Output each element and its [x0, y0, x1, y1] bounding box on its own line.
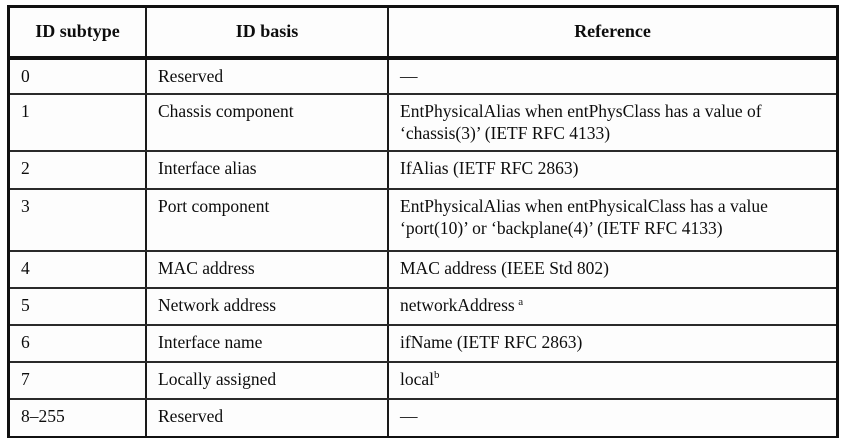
reference-text: networkAddress [400, 295, 515, 316]
footnote-marker-b: b [434, 369, 440, 382]
cell-id-subtype: 1 [10, 94, 147, 153]
cell-id-subtype: 4 [10, 251, 147, 290]
cell-reference: MAC address (IEEE Std 802) [388, 251, 836, 290]
cell-id-subtype: 0 [10, 58, 147, 96]
cell-id-basis: Reserved [146, 58, 389, 96]
reference-line: MAC address (IEEE Std 802) [400, 258, 610, 279]
cell-id-subtype: 5 [10, 288, 147, 327]
reference-line: ‘port(10)’ or ‘backplane(4)’ (IETF RFC 4… [400, 217, 723, 238]
cell-reference: EntPhysicalAlias when entPhysClass has a… [388, 94, 836, 153]
cell-id-basis: Port component [146, 189, 389, 253]
reference-line: — [400, 406, 418, 427]
table-row: 2 Interface alias IfAlias (IETF RFC 2863… [10, 151, 836, 191]
id-subtype-reference-table: ID subtype ID basis Reference 0 Reserved… [10, 8, 836, 437]
reference-line: localb [400, 369, 826, 390]
cell-id-subtype: 2 [10, 151, 147, 191]
cell-id-basis: Locally assigned [146, 362, 389, 401]
table-row: 7 Locally assigned localb [10, 362, 836, 401]
reference-line: EntPhysicalAlias when entPhysicalClass h… [400, 196, 768, 217]
cell-id-subtype: 8–255 [10, 399, 147, 437]
cell-id-basis: Interface alias [146, 151, 389, 191]
header-row: ID subtype ID basis Reference [10, 8, 836, 60]
cell-id-basis: Interface name [146, 325, 389, 364]
reference-line: ifName (IETF RFC 2863) [400, 332, 583, 353]
cell-reference: ifName (IETF RFC 2863) [388, 325, 836, 364]
table-row: 1 Chassis component EntPhysicalAlias whe… [10, 94, 836, 153]
table-row: 3 Port component EntPhysicalAlias when e… [10, 189, 836, 253]
column-header-reference: Reference [388, 8, 836, 60]
table-body: 0 Reserved — 1 Chassis component EntPhys… [10, 58, 836, 437]
cell-reference: — [388, 399, 836, 437]
reference-text: local [400, 369, 435, 390]
cell-id-subtype: 7 [10, 362, 147, 401]
footnote-marker-a: a [518, 295, 524, 308]
table-row: 0 Reserved — [10, 58, 836, 96]
reference-line: EntPhysicalAlias when entPhysClass has a… [400, 101, 762, 122]
reference-line: IfAlias (IETF RFC 2863) [400, 158, 579, 179]
cell-id-basis: Reserved [146, 399, 389, 437]
cell-reference: EntPhysicalAlias when entPhysicalClass h… [388, 189, 836, 253]
cell-reference: — [388, 58, 836, 96]
column-header-id-basis: ID basis [146, 8, 389, 60]
cell-id-basis: MAC address [146, 251, 389, 290]
reference-line: ‘chassis(3)’ (IETF RFC 4133) [400, 122, 611, 143]
table-row: 6 Interface name ifName (IETF RFC 2863) [10, 325, 836, 364]
table-row: 4 MAC address MAC address (IEEE Std 802) [10, 251, 836, 290]
table-header: ID subtype ID basis Reference [10, 8, 836, 60]
cell-reference: IfAlias (IETF RFC 2863) [388, 151, 836, 191]
column-header-id-subtype: ID subtype [10, 8, 147, 60]
cell-id-basis: Chassis component [146, 94, 389, 153]
table-row: 8–255 Reserved — [10, 399, 836, 437]
cell-id-subtype: 3 [10, 189, 147, 253]
cell-id-basis: Network address [146, 288, 389, 327]
cell-reference: localb [388, 362, 836, 401]
reference-line: — [400, 66, 418, 86]
cell-id-subtype: 6 [10, 325, 147, 364]
spec-table-container: ID subtype ID basis Reference 0 Reserved… [7, 5, 839, 438]
